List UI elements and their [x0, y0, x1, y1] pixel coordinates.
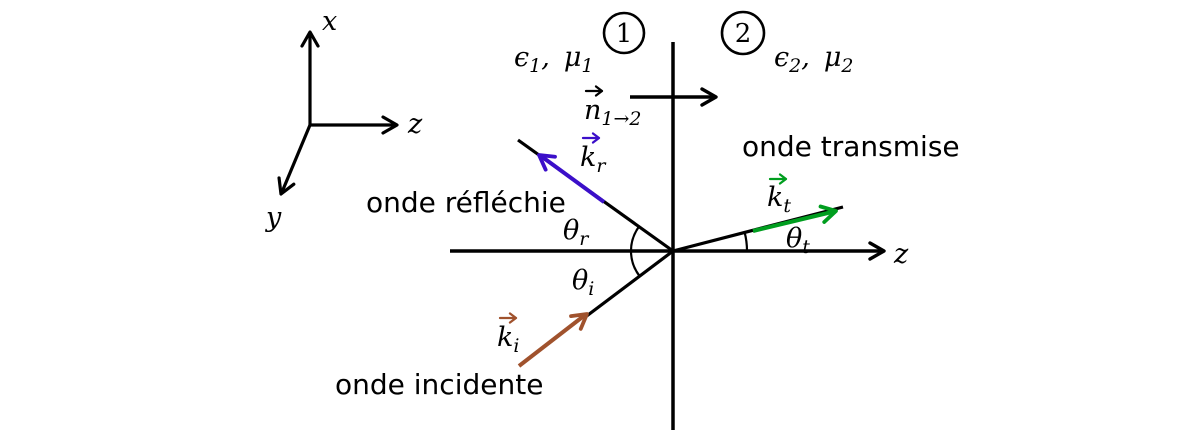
medium-1-params: ϵ1,μ1 — [514, 42, 593, 77]
medium-2-circle — [720, 10, 766, 56]
kr-vector-line — [539, 154, 606, 204]
theta-i-symbol: θ — [572, 265, 588, 296]
kt-sub: t — [783, 195, 791, 217]
medium-1-number: 1 — [616, 19, 633, 49]
medium-2-labels: 2 ϵ2,μ2 — [720, 10, 853, 77]
kr-symbol: k — [580, 142, 596, 173]
theta-r-label: θr — [563, 215, 590, 250]
theta-t-label: θt — [786, 223, 810, 258]
incidence-reflection-angle-arc — [629, 226, 641, 277]
theta-t-sub: t — [802, 236, 810, 258]
reflected-wave-name: onde réfléchie — [366, 186, 566, 219]
reflected-wave-vector: kr — [532, 132, 607, 204]
mu-1-sub: 1 — [581, 55, 593, 77]
incident-wave-vector: ki — [497, 305, 594, 368]
kt-symbol: k — [767, 182, 783, 213]
medium-1-comma: , — [541, 42, 550, 73]
mu-2-symbol: μ — [824, 42, 842, 73]
ki-vector-label: ki — [497, 322, 519, 357]
kt-vector-line — [752, 209, 835, 233]
medium-2-comma: , — [801, 42, 810, 73]
normal-vector-label: n1→2 — [584, 95, 642, 130]
medium-1-labels: 1 ϵ1,μ1 — [514, 11, 646, 77]
incident-wave-name: onde incidente — [335, 368, 543, 401]
theta-t-symbol: θ — [786, 223, 802, 254]
incident-ray-line — [583, 249, 674, 320]
z-axis-label: z — [893, 239, 909, 270]
triad-z-label: z — [407, 109, 423, 140]
epsilon-1-symbol: ϵ — [514, 42, 529, 73]
triad-x-label: x — [322, 6, 337, 37]
medium-2-params: ϵ2,μ2 — [774, 42, 853, 77]
medium-2-number: 2 — [735, 19, 752, 49]
triad-y-axis-line — [280, 124, 312, 193]
kr-sub: r — [596, 155, 607, 177]
transmitted-wave-vector: kt — [752, 173, 840, 233]
theta-i-label: θi — [572, 265, 594, 300]
kt-vector-label: kt — [767, 182, 791, 217]
normal-symbol: n — [584, 95, 601, 126]
transmission-angle-arc — [743, 231, 749, 252]
epsilon-2-symbol: ϵ — [774, 42, 789, 73]
epsilon-1-sub: 1 — [529, 55, 541, 77]
theta-r-symbol: θ — [563, 215, 579, 246]
medium-1-circle — [602, 11, 646, 55]
mu-1-symbol: μ — [564, 42, 582, 73]
triad-y-label: y — [265, 202, 282, 233]
mu-2-sub: 2 — [840, 55, 853, 77]
theta-r-sub: r — [579, 228, 590, 250]
epsilon-2-sub: 2 — [788, 55, 801, 77]
transmitted-wave-name: onde transmise — [742, 130, 960, 163]
kr-vector-label: kr — [580, 142, 607, 177]
theta-i-sub: i — [588, 278, 594, 300]
ki-symbol: k — [497, 322, 513, 353]
ki-vector-line — [517, 313, 587, 368]
normal-subscript: 1→2 — [601, 108, 641, 130]
ki-sub: i — [513, 335, 519, 357]
normal-vector-group: n1→2 — [584, 85, 718, 130]
coordinate-triad: x z y — [265, 6, 423, 233]
